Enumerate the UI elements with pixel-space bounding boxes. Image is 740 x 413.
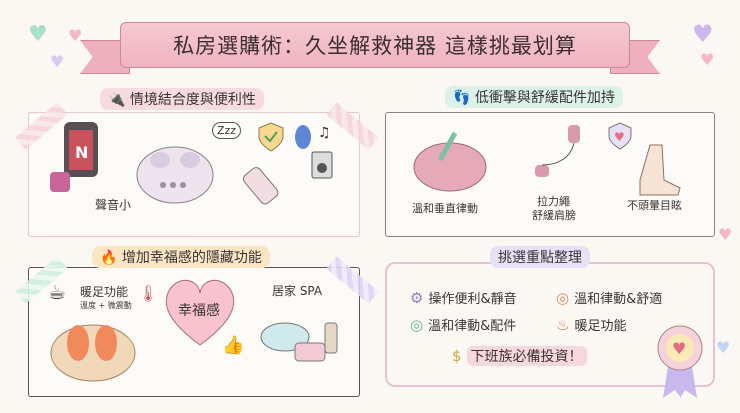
summary-conclusion: $下班族必備投資！: [452, 346, 587, 366]
shield-check-icon: [258, 122, 284, 152]
label-warm-sub: 溫度 + 微震動: [80, 301, 132, 310]
svg-text:♥: ♥: [614, 130, 625, 144]
summary-item: ◎溫和律動&配件: [410, 315, 517, 335]
label-no-dizzy: 不頭暈目眩: [627, 199, 682, 212]
bluetooth-icon: [295, 125, 311, 149]
label-happiness: 幸福感: [178, 303, 220, 319]
heart-icon: ♥: [68, 26, 83, 45]
spa-set-illustration: [260, 322, 338, 362]
coins-icon: $: [452, 347, 462, 365]
happiness-heart: [165, 279, 235, 346]
phone-icon: N: [64, 122, 98, 177]
panel-title-convenience: 🔌 情境結合度與便利性: [100, 88, 264, 110]
resistance-band-illustration: [535, 125, 580, 177]
panel-title-low-impact: 👣 低衝擊與舒緩配件加持: [445, 86, 623, 108]
svg-text:♥: ♥: [672, 339, 686, 358]
app-icon: [50, 172, 70, 192]
vertical-massager-illustration: [413, 131, 487, 192]
speaker-icon: [311, 151, 333, 179]
heart-shield-icon: ♥: [608, 122, 632, 150]
label-spa: 居家 SPA: [272, 284, 323, 298]
panel-title-summary: 挑選重點整理: [490, 246, 590, 268]
sleep-bubble: Zzz: [212, 122, 242, 139]
foot-illustration: [639, 144, 681, 196]
flame-icon: 🔥: [100, 250, 118, 266]
heart-icon: ♥: [692, 20, 714, 48]
gear-icon: ⚙: [410, 288, 424, 307]
heart-icon: ♥: [28, 22, 48, 47]
label-vertical: 溫和垂直律動: [412, 202, 478, 215]
plug-icon: 🔌: [108, 92, 126, 108]
heart-icon: ♥: [50, 52, 65, 71]
label-quiet: 聲音小: [95, 198, 132, 212]
label-band-1: 拉力繩: [537, 195, 570, 208]
heart-icon: ♥: [700, 50, 715, 69]
foot-massager-illustration: [136, 146, 214, 204]
label-band-2: 舒緩肩膀: [532, 209, 576, 222]
music-note-icon: ♫: [318, 125, 331, 141]
heart-icon: ♥: [716, 338, 731, 357]
warm-foot-massager-illustration: [50, 324, 136, 382]
heart-icon: ♥: [718, 225, 733, 244]
coffee-cup-icon: ☕: [48, 280, 66, 304]
label-warm: 暖足功能: [80, 285, 129, 299]
svg-text:N: N: [75, 143, 88, 162]
thermometer-icon: 🌡: [138, 284, 159, 303]
thumbs-up-icon: 👍: [222, 335, 245, 356]
coil-icon: ◎: [410, 315, 424, 334]
panel-title-hidden-features: 🔥 增加幸福感的隱藏功能: [92, 246, 270, 268]
spring-icon: ◎: [556, 288, 570, 307]
summary-item: ◎溫和律動&舒適: [556, 288, 663, 308]
heat-icon: ♨: [556, 315, 570, 334]
summary-item: ⚙操作便利&靜音: [410, 288, 517, 308]
summary-item: ♨暖足功能: [556, 315, 627, 335]
footprints-icon: 👣: [453, 90, 471, 106]
page-title: 私房選購術：久坐解救神器 這樣挑最划算: [120, 22, 630, 68]
remote-icon: [242, 167, 279, 205]
award-ribbon-icon: ♥: [657, 325, 703, 398]
